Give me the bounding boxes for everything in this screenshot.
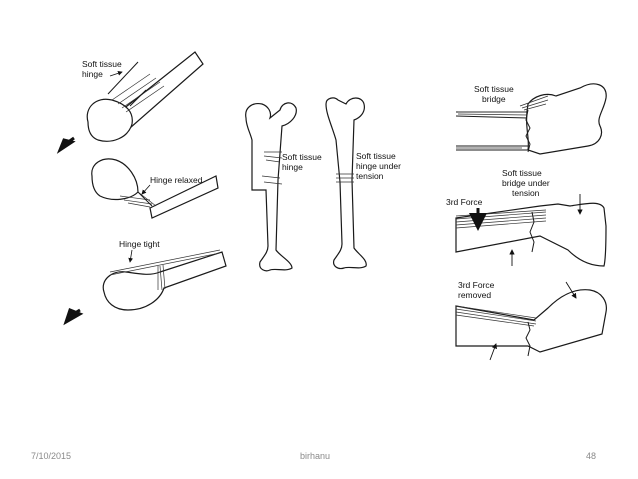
middle-femur-left: Soft tissue hinge bbox=[245, 102, 322, 272]
label-third-force-removed-1: 3rd Force bbox=[458, 280, 495, 290]
label-hinge-tight: Hinge tight bbox=[119, 239, 160, 249]
footer-author: birhanu bbox=[300, 451, 331, 461]
label-bridge-tension-1: Soft tissue bbox=[502, 168, 542, 178]
label-hinge-relaxed: Hinge relaxed bbox=[150, 175, 203, 185]
right-panel-bottom: 3rd Force removed bbox=[455, 280, 607, 361]
label-mid-tension-3: tension bbox=[356, 171, 384, 181]
label-third-force: 3rd Force bbox=[446, 197, 483, 207]
label-bridge-tension-3: tension bbox=[512, 188, 540, 198]
label-mid-hinge-1: Soft tissue bbox=[282, 152, 322, 162]
right-panel-middle: Soft tissue bridge under tension 3rd For… bbox=[446, 168, 607, 267]
label-soft-tissue-hinge-2: hinge bbox=[82, 69, 103, 79]
footer-page-number: 48 bbox=[586, 451, 597, 461]
label-mid-hinge-2: hinge bbox=[282, 162, 303, 172]
label-mid-tension-1: Soft tissue bbox=[356, 151, 396, 161]
left-panel-bottom: Hinge tight bbox=[63, 239, 227, 326]
label-third-force-removed-2: removed bbox=[458, 290, 491, 300]
label-bridge-2: bridge bbox=[482, 94, 506, 104]
left-panel-top: Soft tissue hinge bbox=[56, 51, 204, 154]
footer-date: 7/10/2015 bbox=[31, 451, 72, 461]
middle-femur-right: Soft tissue hinge under tension bbox=[325, 97, 401, 270]
label-bridge-tension-2: bridge under bbox=[502, 178, 550, 188]
label-soft-tissue-hinge-1: Soft tissue bbox=[82, 59, 122, 69]
left-panel-middle: Hinge relaxed bbox=[91, 158, 219, 219]
label-mid-tension-2: hinge under bbox=[356, 161, 401, 171]
label-bridge-1: Soft tissue bbox=[474, 84, 514, 94]
right-panel-top: Soft tissue bridge bbox=[455, 83, 607, 155]
